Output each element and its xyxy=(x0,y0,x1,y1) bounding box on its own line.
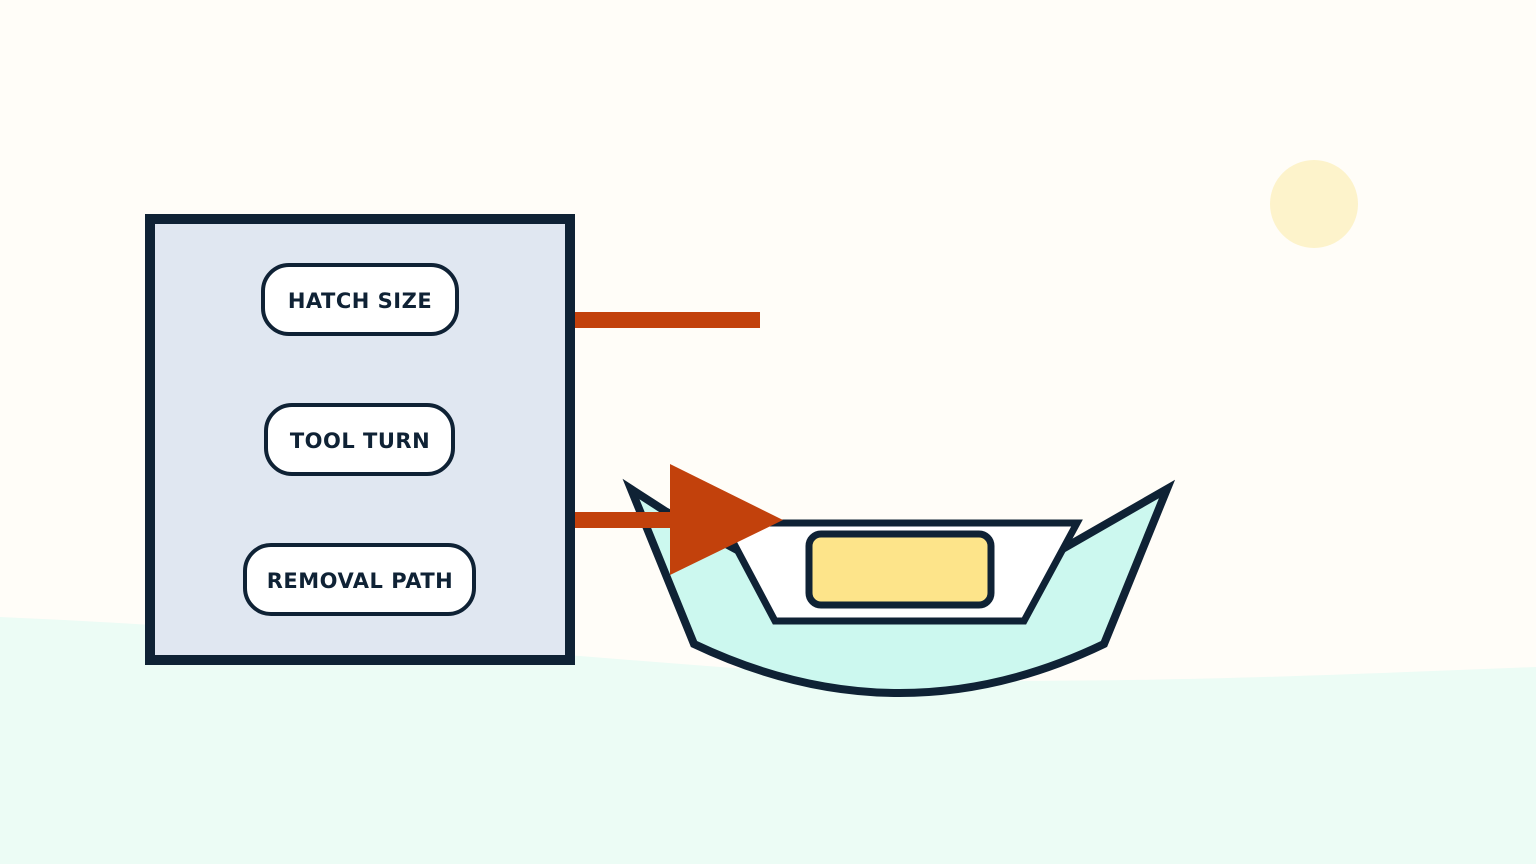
label-hatch-size: HATCH SIZE xyxy=(261,263,459,336)
line-connector xyxy=(570,312,760,328)
hatch-icon xyxy=(805,530,995,609)
label-pill xyxy=(264,403,455,476)
label-text: TOOL TURN xyxy=(290,429,430,453)
sun-icon xyxy=(1270,160,1358,248)
label-text: HATCH SIZE xyxy=(288,289,432,313)
arrow-right-icon xyxy=(670,464,783,575)
label-tool-turn: TOOL TURN xyxy=(264,403,455,476)
label-pill xyxy=(261,263,459,336)
arrow-shaft xyxy=(570,512,676,528)
label-text: REMOVAL PATH xyxy=(267,569,453,593)
label-pill xyxy=(243,543,476,616)
ground-wave xyxy=(0,617,1536,864)
label-removal-path: REMOVAL PATH xyxy=(243,543,476,616)
